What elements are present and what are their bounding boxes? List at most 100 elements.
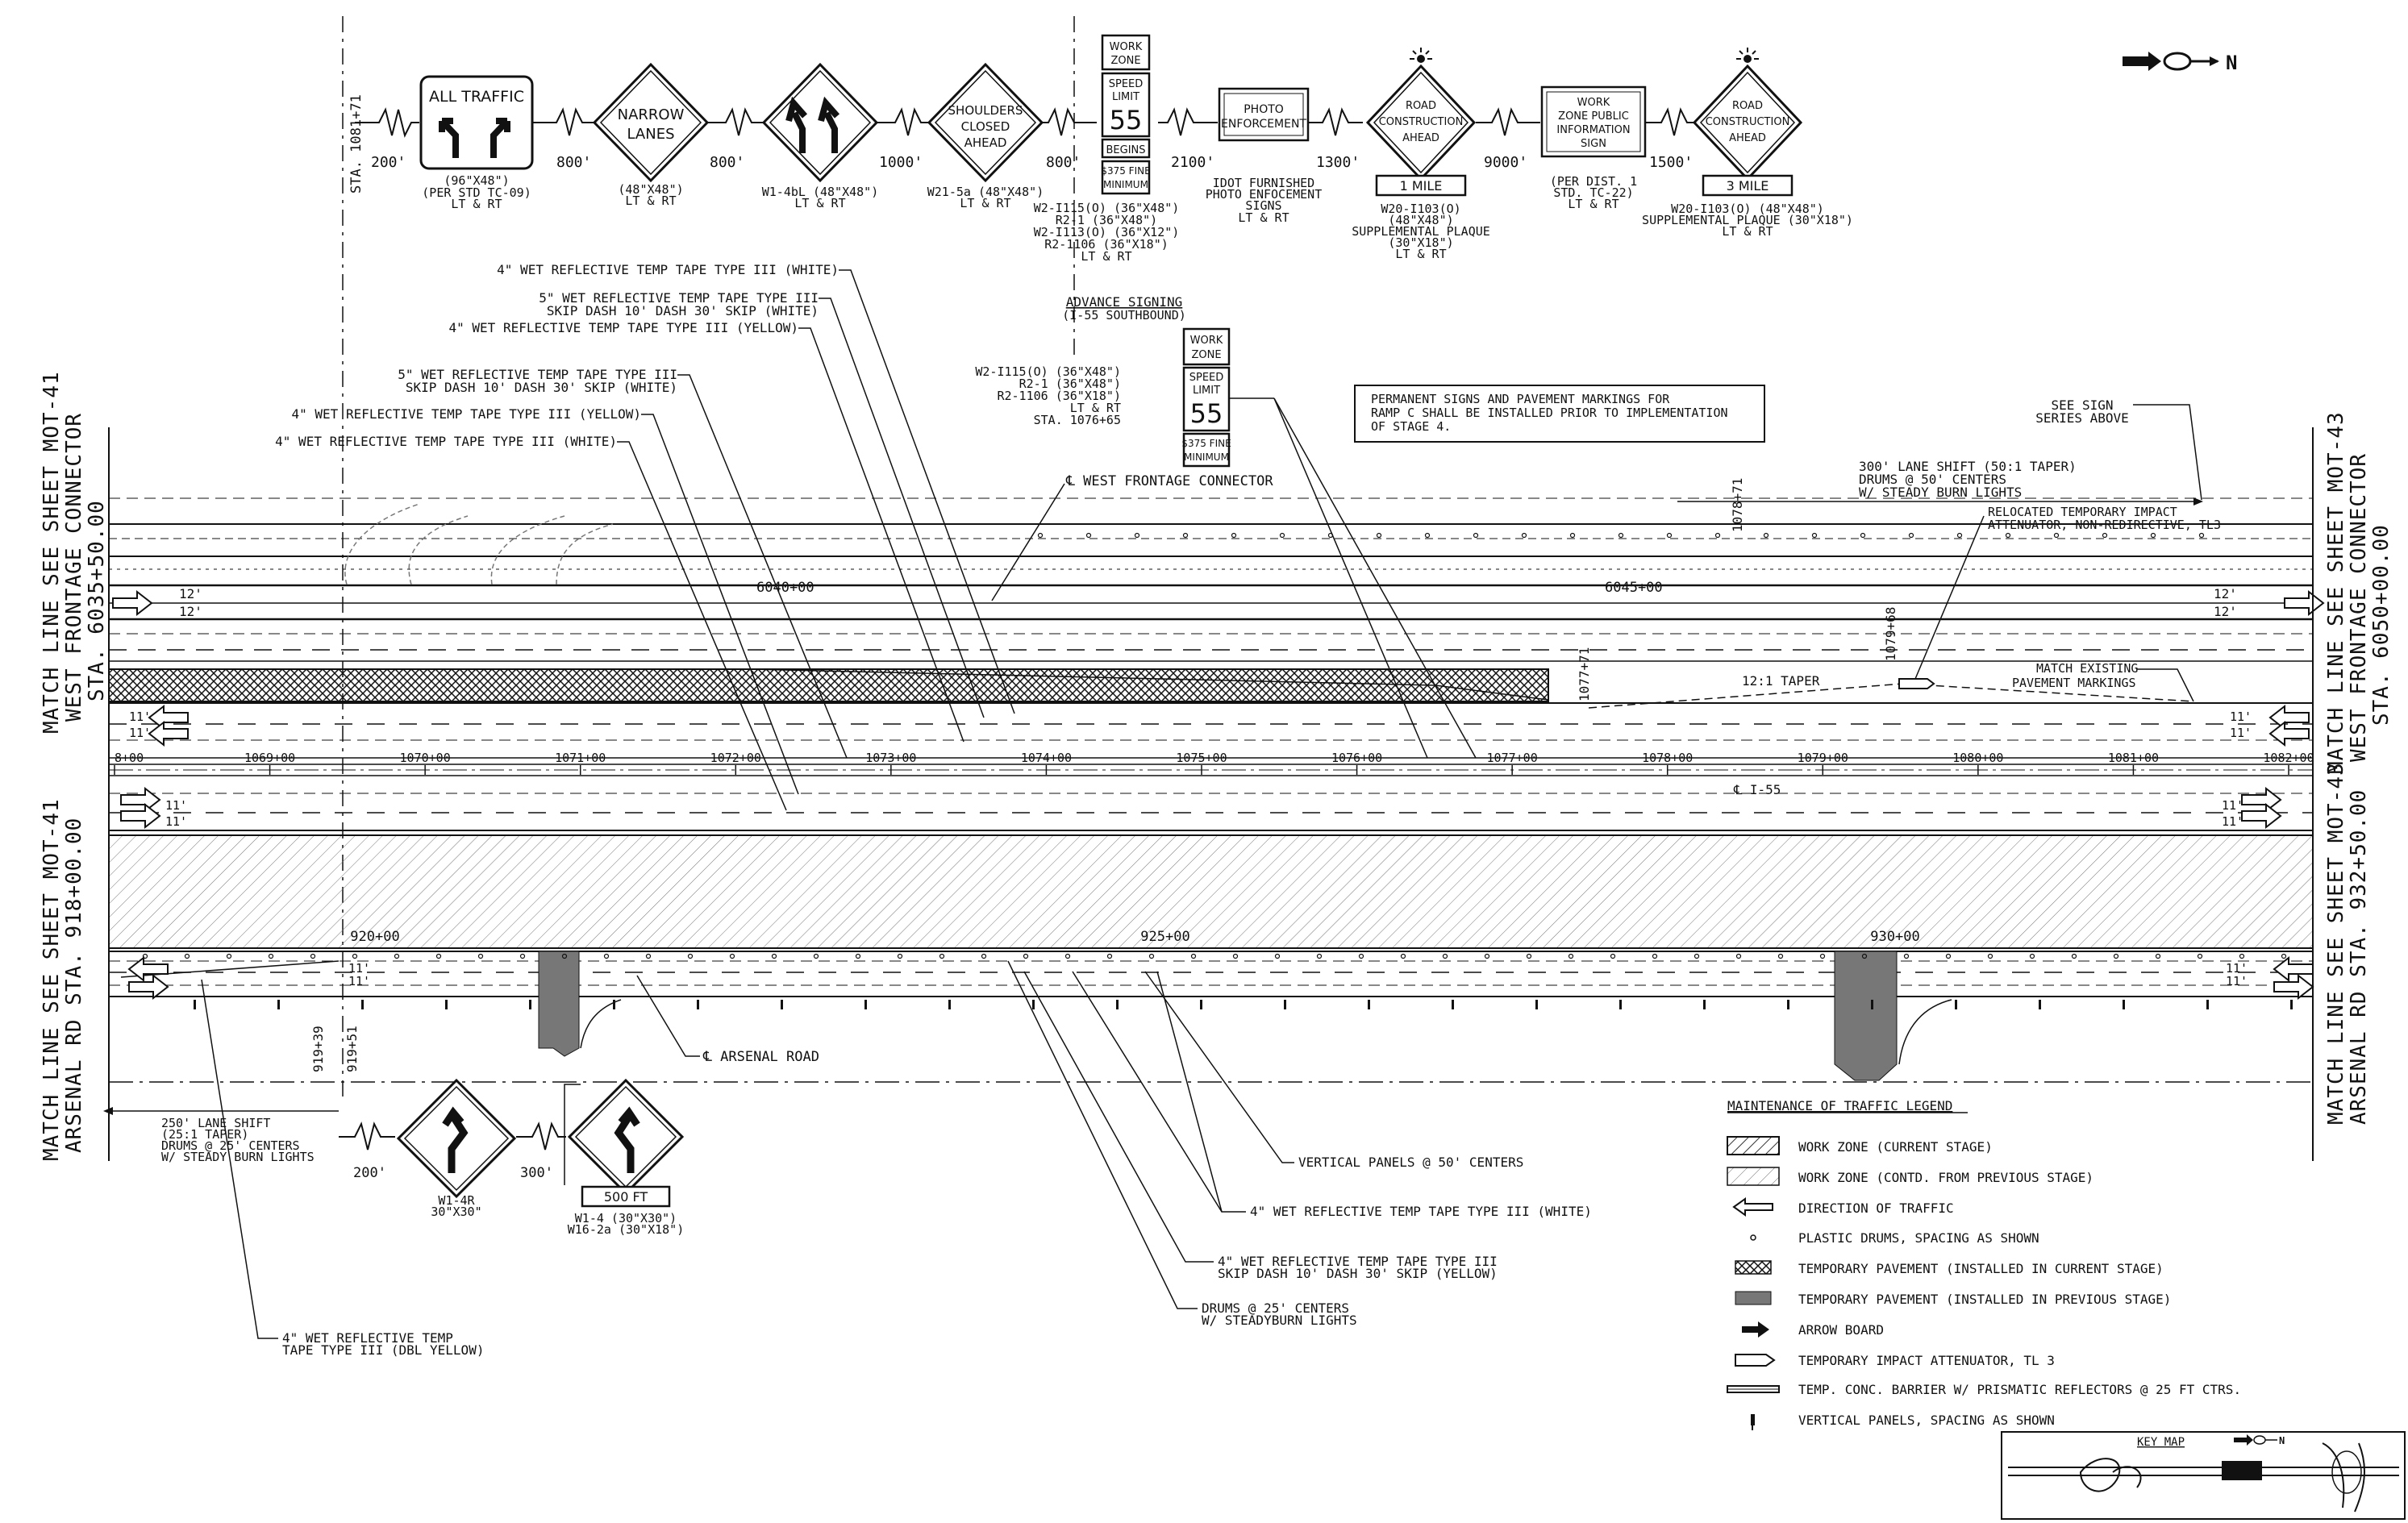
sign-reverse-curve-right: W1-4R 30"X30": [396, 1078, 517, 1219]
svg-text:PLASTIC DRUMS, SPACING AS SHOW: PLASTIC DRUMS, SPACING AS SHOWN: [1798, 1230, 2039, 1246]
see-sign-note: SEE SIGN SERIES ABOVE: [2035, 397, 2202, 501]
plastic-drum: [1190, 953, 1197, 959]
svg-text:DRUMS @ 25' CENTERS: DRUMS @ 25' CENTERS: [1202, 1300, 1349, 1316]
svg-text:11': 11': [165, 814, 187, 829]
svg-text:LT & RT: LT & RT: [960, 196, 1010, 210]
svg-text:5" WET REFLECTIVE TEMP TAPE TY: 5" WET REFLECTIVE TEMP TAPE TYPE III: [398, 367, 677, 382]
station-label: 1076+00: [1331, 751, 1382, 765]
svg-text:VERTICAL PANELS @ 50' CENTERS: VERTICAL PANELS @ 50' CENTERS: [1298, 1155, 1523, 1170]
plastic-drum: [1526, 953, 1532, 959]
svg-text:SERIES ABOVE: SERIES ABOVE: [2035, 410, 2129, 426]
svg-text:ZONE: ZONE: [1191, 349, 1221, 361]
svg-text:ROAD: ROAD: [1732, 100, 1763, 112]
gap-label-5: 800': [1046, 154, 1081, 171]
svg-text:300' LANE SHIFT (50:1 TAPER): 300' LANE SHIFT (50:1 TAPER): [1859, 459, 2077, 474]
plastic-drum: [1484, 953, 1490, 959]
svg-text:PHOTO ENFOCEMENT: PHOTO ENFOCEMENT: [1206, 187, 1323, 202]
svg-text:919+39: 919+39: [310, 1026, 326, 1072]
svg-text:MATCH LINE SEE SHEET MOT-41: MATCH LINE SEE SHEET MOT-41: [40, 371, 64, 734]
traffic-direction-arrow: [120, 786, 161, 814]
svg-text:W21-5a (48"X48"): W21-5a (48"X48"): [927, 185, 1044, 199]
svg-text:DIRECTION OF TRAFFIC: DIRECTION OF TRAFFIC: [1798, 1201, 1954, 1216]
station-top-label: STA. 1081+71: [348, 94, 365, 193]
plastic-drum: [1037, 532, 1044, 539]
svg-text:WORK: WORK: [1577, 97, 1610, 109]
marking-callouts: 4" WET REFLECTIVE TEMP TAPE TYPE III (WH…: [275, 262, 1015, 811]
svg-text:(30"X18"): (30"X18"): [1388, 235, 1453, 250]
plastic-drum: [1023, 953, 1029, 959]
svg-text:4" WET REFLECTIVE TEMP TAPE TY: 4" WET REFLECTIVE TEMP TAPE TYPE III: [1218, 1254, 1498, 1269]
plastic-drum: [603, 953, 610, 959]
station-label: 1069+00: [244, 751, 295, 765]
traffic-direction-arrow: [148, 704, 189, 731]
svg-text:R2-1 (36"X48"): R2-1 (36"X48"): [1056, 213, 1157, 227]
plastic-drum: [1279, 532, 1285, 539]
svg-text:MATCH LINE SEE SHEET MOT-43: MATCH LINE SEE SHEET MOT-43: [2324, 411, 2348, 774]
svg-text:R2-1 (36"X48"): R2-1 (36"X48"): [1019, 377, 1121, 391]
arsenal-road: 11' 11' 11' 11' ℄ ARSENAL ROAD: [108, 834, 2314, 1083]
svg-text:SKIP DASH 10' DASH 30' SKIP (Y: SKIP DASH 10' DASH 30' SKIP (YELLOW): [1218, 1266, 1498, 1281]
svg-text:NARROW: NARROW: [618, 106, 685, 123]
station-label: 1074+00: [1021, 751, 1072, 765]
svg-text:STA. 6050+00.00: STA. 6050+00.00: [2369, 524, 2393, 726]
gap-label-6: 2100': [1171, 154, 1214, 171]
svg-text:STD. TC-22): STD. TC-22): [1553, 185, 1633, 200]
plastic-drum: [2102, 532, 2108, 539]
svg-text:11': 11': [129, 709, 151, 724]
station-label: 1072+00: [710, 751, 761, 765]
match-line-right-top: MATCH LINE SEE SHEET MOT-43 WEST FRONTAG…: [2312, 411, 2393, 835]
svg-text:(48"X48"): (48"X48"): [1388, 213, 1453, 227]
plastic-drum: [981, 953, 987, 959]
traffic-direction-arrow: [2273, 973, 2314, 1001]
vertical-panel: [948, 1000, 951, 1009]
traffic-direction-arrow: [148, 720, 189, 747]
svg-text:(48"X48"): (48"X48"): [618, 182, 683, 197]
gap-label-7: 1300': [1316, 154, 1360, 171]
svg-text:WORK: WORK: [1110, 41, 1143, 53]
svg-text:LT & RT: LT & RT: [1081, 249, 1131, 264]
plastic-drum: [226, 953, 232, 959]
plastic-drum: [813, 953, 819, 959]
svg-text:$375 FINE: $375 FINE: [1181, 438, 1231, 449]
vertical-panel: [277, 1000, 280, 1009]
plastic-drum: [1085, 532, 1092, 539]
plastic-drum: [1182, 532, 1189, 539]
sign-all-traffic: ALL TRAFFIC (96"X48") (PER STD TC-09) LT…: [419, 75, 534, 211]
svg-text:AHEAD: AHEAD: [964, 135, 1007, 150]
arsenal-centerline-label: ℄ ARSENAL ROAD: [702, 1049, 819, 1065]
svg-text:MATCH LINE SEE SHEET MOT-43: MATCH LINE SEE SHEET MOT-43: [2324, 762, 2348, 1125]
legend-item-attenuator: TEMPORARY IMPACT ATTENUATOR, TL 3: [1735, 1353, 2055, 1368]
sign-road-construction-3-mile: ROAD CONSTRUCTION AHEAD 3 MILE W20-I103(…: [1642, 48, 1853, 239]
plastic-drum: [1232, 953, 1239, 959]
plastic-drum: [1442, 953, 1448, 959]
plastic-drum: [2155, 953, 2161, 959]
svg-text:AHEAD: AHEAD: [1402, 132, 1439, 144]
svg-text:SIGN: SIGN: [1581, 138, 1606, 150]
vertical-panel: [1871, 1000, 1873, 1009]
plastic-drum: [1610, 953, 1616, 959]
svg-text:SUPPLEMENTAL PLAQUE: SUPPLEMENTAL PLAQUE: [1352, 224, 1490, 239]
svg-text:SKIP DASH 10' DASH 30' SKIP (W: SKIP DASH 10' DASH 30' SKIP (WHITE): [547, 303, 819, 318]
svg-text:30"X30": 30"X30": [431, 1205, 481, 1219]
station-label: 925+00: [1140, 929, 1189, 945]
plastic-drum: [2197, 953, 2203, 959]
svg-text:BEGINS: BEGINS: [1106, 144, 1145, 156]
plastic-drum: [1618, 532, 1624, 539]
svg-text:12': 12': [2214, 586, 2237, 601]
lane-shift-bottom-note: 250' LANE SHIFT (25:1 TAPER) DRUMS @ 25'…: [103, 1107, 339, 1164]
plastic-drum: [1908, 532, 1914, 539]
match-line-left-top: MATCH LINE SEE SHEET MOT-41 WEST FRONTAG…: [40, 371, 110, 835]
plastic-drum: [1694, 953, 1700, 959]
plastic-drum: [1231, 532, 1237, 539]
sign-reverse-curve-left: 500 FT W1-4 (30"X30") W16-2a (30"X18"): [568, 1078, 684, 1237]
match-line-right-bottom: MATCH LINE SEE SHEET MOT-43 ARSENAL RD S…: [2312, 762, 2371, 1161]
svg-text:11': 11': [348, 974, 370, 988]
plastic-drum: [2113, 953, 2119, 959]
key-map: KEY MAP N: [2001, 1431, 2406, 1520]
traffic-direction-arrow: [2268, 720, 2310, 747]
svg-text:IDOT FURNISHED: IDOT FURNISHED: [1213, 176, 1314, 190]
svg-text:AHEAD: AHEAD: [1729, 132, 1766, 144]
plastic-drum: [1860, 532, 1866, 539]
